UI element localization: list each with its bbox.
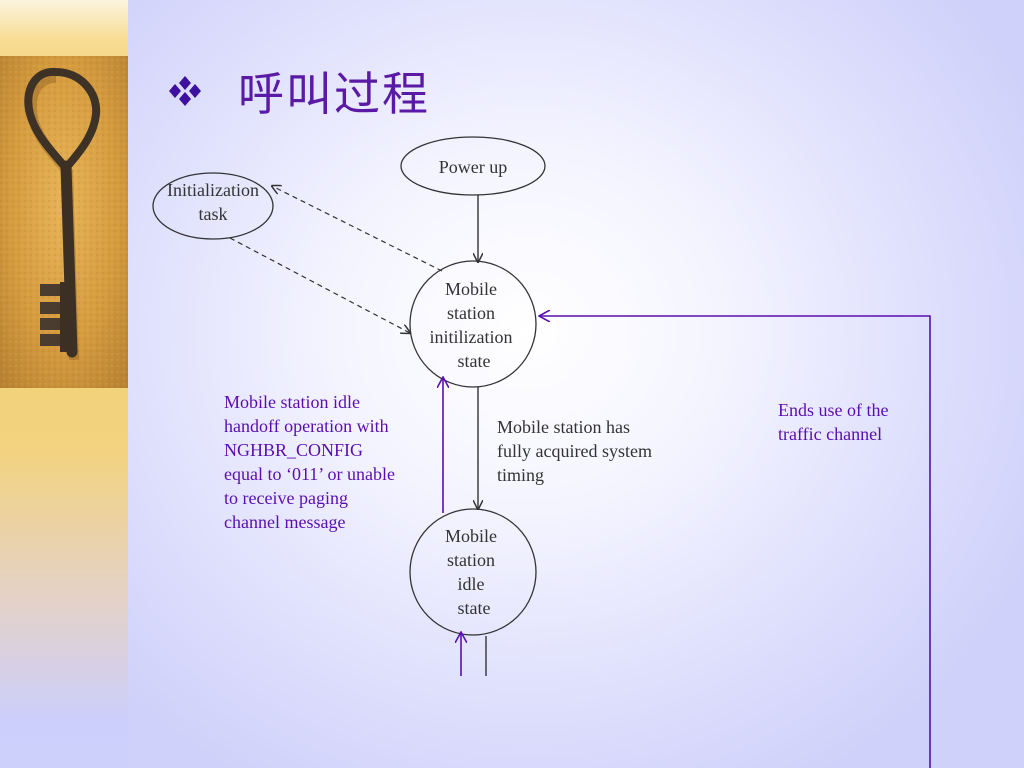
slide-canvas xyxy=(128,0,1024,768)
initialization-task-label: Initialization task xyxy=(167,180,259,224)
arrow-traffic-channel-return xyxy=(540,316,931,768)
diamond-bullet-icon xyxy=(169,76,201,106)
left-decor-band xyxy=(0,0,128,768)
ms-idle-state-label: Mobile station idle state xyxy=(445,526,497,618)
power-up-label: Power up xyxy=(438,157,508,177)
power-up-node xyxy=(400,136,546,196)
key-photo-image xyxy=(0,56,128,388)
initialization-task-node xyxy=(152,172,274,240)
idle-handoff-label: Mobile station idle handoff operation wi… xyxy=(224,392,395,532)
dashed-task-to-init-state xyxy=(229,237,410,333)
slide-title: 呼叫过程 xyxy=(238,67,430,121)
acquired-timing-label: Mobile station has fully acquired system… xyxy=(497,417,652,485)
ms-initialization-state-label: Mobile station initilization state xyxy=(429,279,513,371)
ends-traffic-channel-label: Ends use of the traffic channel xyxy=(778,400,889,444)
dashed-init-state-to-task xyxy=(272,186,443,272)
